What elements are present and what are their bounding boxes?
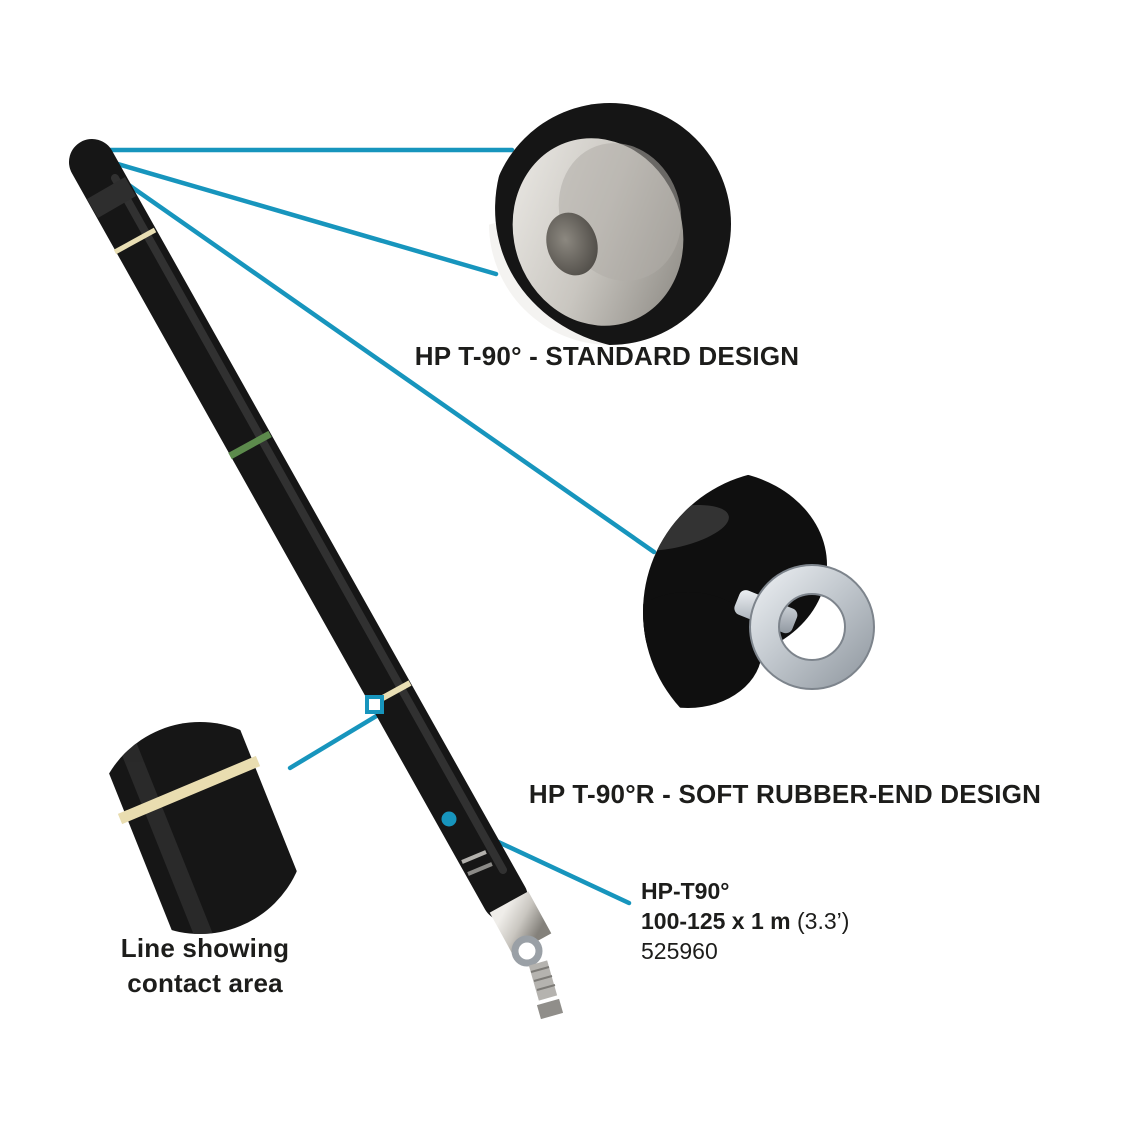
stem-end-cap	[536, 998, 564, 1020]
closeup-pole-sheen	[111, 722, 221, 934]
closeup-pole	[94, 722, 306, 934]
contact-area-marker-square	[365, 695, 384, 714]
standard-tip-hole	[546, 212, 598, 276]
pole-print-mark-2	[467, 862, 493, 876]
leader-line-contact-area	[287, 709, 386, 771]
label-contact-area: Line showing contact area	[55, 931, 355, 1001]
eye-bolt-ring	[748, 564, 876, 690]
leader-line-standard-bottom	[94, 155, 499, 277]
pole-band-green	[228, 430, 272, 460]
eye-bolt-small	[511, 935, 543, 967]
label-contact-area-line1: Line showing	[120, 933, 290, 963]
stem-threads	[530, 966, 556, 991]
product-dimensions-note: (3.3’)	[797, 908, 850, 934]
pole-band-cream-upper	[113, 227, 157, 255]
callout-photo-contact-area	[94, 722, 306, 934]
pole-body	[69, 139, 528, 921]
pole-print-mark	[461, 850, 487, 864]
pole-tip-collar	[86, 176, 137, 219]
callout-photo-standard-tip	[489, 103, 731, 345]
closeup-contact-line	[117, 755, 261, 825]
product-dimensions: 100-125 x 1 m (3.3’)	[641, 906, 849, 936]
label-standard-design: HP T-90° - STANDARD DESIGN	[414, 341, 800, 371]
pole-end-fitting	[489, 891, 564, 1020]
product-article-number: 525960	[641, 938, 718, 964]
leader-line-soft-rubber	[100, 164, 657, 555]
product-dimensions-value: 100-125 x 1 m	[641, 908, 791, 934]
product-info-block: HP-T90° 100-125 x 1 m (3.3’) 525960	[641, 876, 849, 966]
product-model: HP-T90°	[641, 878, 730, 904]
line-markers	[365, 695, 457, 827]
callout-photo-soft-rubber-end	[643, 470, 927, 754]
label-soft-rubber-design: HP T-90°R - SOFT RUBBER-END DESIGN	[528, 779, 1042, 809]
product-info-marker-dot	[441, 811, 457, 827]
label-contact-area-line2: contact area	[127, 968, 283, 998]
pole-sheen	[111, 174, 507, 874]
